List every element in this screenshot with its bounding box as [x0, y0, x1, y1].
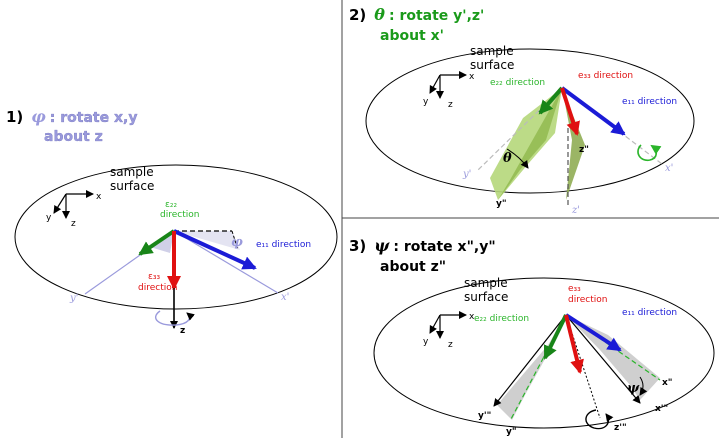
panel1-dashed-ref-2: [231, 230, 239, 251]
panel2-title-line1: 2) θ : rotate y',z': [349, 5, 484, 24]
panel1-rotation-arrow: [155, 310, 195, 326]
panel1-e22-arrow: [138, 229, 176, 256]
panel3-plane-left: [497, 315, 566, 420]
panel1-title-line1: 1) φ : rotate x,y: [6, 107, 137, 126]
panel3-coord-y: y: [423, 337, 429, 347]
panel1-y-prime-label: y': [69, 293, 78, 304]
panel3-y-tprime-axis: [493, 314, 567, 407]
panel2-z-dprime-label: z": [579, 145, 589, 155]
panel2-coord-frame: x y z: [423, 71, 475, 110]
panel3-x-dprime-label: x": [662, 378, 673, 388]
panel2-e33-label: e₃₃ direction: [578, 71, 633, 81]
panel1-sample-ellipse: [14, 164, 338, 310]
panel3-psi-arc: [639, 376, 648, 396]
panel3-e22-arrow: [543, 314, 568, 360]
panel3-x-tprime-axis: [565, 314, 641, 404]
panel3-coord-frame: x y z: [423, 311, 475, 350]
panel2-sample-label-1: sample: [470, 44, 514, 58]
panel3-z-tprime-label: z'": [614, 423, 627, 433]
panel1-e33-label-2: direction: [138, 283, 177, 293]
panel3-x-tprime-label: x'": [655, 404, 668, 414]
panel2-y-prime-label: y': [462, 169, 471, 180]
panel1-e11-arrow: [173, 229, 257, 270]
panel1-z-label: z: [180, 326, 185, 336]
panel1-coord-z: z: [71, 219, 76, 229]
panel2-e22-arrow: [538, 86, 564, 115]
panel2-e11-label: e₁₁ direction: [622, 97, 677, 107]
panel1-coord-x: x: [96, 192, 102, 202]
panel3-e33-arrow: [564, 314, 584, 374]
panel2-e11-arrow: [560, 86, 626, 136]
panel2-z-prime-label: z': [571, 205, 580, 216]
panel2-tilt-plane: [490, 88, 562, 200]
panel2-tilt-plane-right: [562, 88, 585, 200]
panel2-y-dprime-label: y": [496, 199, 507, 209]
panel3-sample-ellipse: [373, 277, 715, 429]
panel3-y-tprime-label: y'": [478, 411, 491, 421]
panel2-theta-mark: θ: [503, 151, 512, 166]
panel2-e22-label: e₂₂ direction: [490, 78, 545, 88]
panel3-coord-z: z: [448, 340, 453, 350]
panel2-x-prime-label: x': [665, 163, 673, 174]
panel3-title-line2: about z": [380, 259, 446, 275]
panel2-coord-y: y: [423, 97, 429, 107]
panel1-coord-y: y: [46, 213, 52, 223]
panel1-e11-label: e₁₁ direction: [256, 240, 311, 250]
panel1-x-prime-label: x': [281, 292, 289, 303]
panel3-plane-right: [566, 315, 660, 400]
panel1-phi-mark: φ: [231, 235, 243, 250]
panel3-e33-label-2: direction: [568, 295, 607, 305]
panel2-coord-z: z: [448, 100, 453, 110]
panel-3: 3) ψ : rotate x",y" about z" sample surf…: [349, 236, 715, 437]
panel3-e22-label: e₂₂ direction: [474, 314, 529, 324]
panel1-e22-label-2: direction: [160, 210, 199, 220]
panel3-y-dprime-label: y": [506, 427, 517, 437]
panel1-sample-label-1: sample: [110, 165, 154, 179]
panel2-sample-ellipse: [365, 48, 695, 194]
panel3-sample-label-2: surface: [464, 290, 508, 304]
panel2-coord-x: x: [469, 72, 475, 82]
panel3-title-line1: 3) ψ : rotate x",y": [349, 236, 496, 255]
panel1-sample-label-2: surface: [110, 179, 154, 193]
panel3-e11-label: e₁₁ direction: [622, 308, 677, 318]
panel3-e11-arrow: [564, 313, 622, 352]
panel3-rotation-arrow: [585, 409, 614, 430]
panel3-e33-label-1: e₃₃: [568, 284, 581, 294]
panel1-title-line2: about z: [44, 129, 103, 145]
panel-2: 2) θ : rotate y',z' about x' sample surf…: [349, 5, 695, 216]
panel2-sample-label-2: surface: [470, 58, 514, 72]
panel2-title-line2: about x': [380, 28, 444, 44]
panel1-coord-frame: x y z: [46, 190, 102, 229]
panel3-coord-x: x: [469, 312, 475, 322]
panel1-x-prime-axis: [173, 230, 279, 294]
panel1-e33-label-1: ε₃₃: [148, 272, 160, 282]
panel1-rotation-wedge-right: [174, 231, 240, 250]
panel3-psi-mark: ψ: [627, 381, 640, 396]
panel1-e22-label-1: ε₂₂: [165, 200, 177, 210]
panel3-sample-label-1: sample: [464, 276, 508, 290]
panel-1: 1) φ : rotate x,y about z sample surface…: [6, 107, 338, 336]
panel2-rotation-arrow: [637, 144, 662, 162]
panel2-e33-arrow: [560, 87, 580, 136]
panel2-theta-arc: [506, 148, 529, 169]
